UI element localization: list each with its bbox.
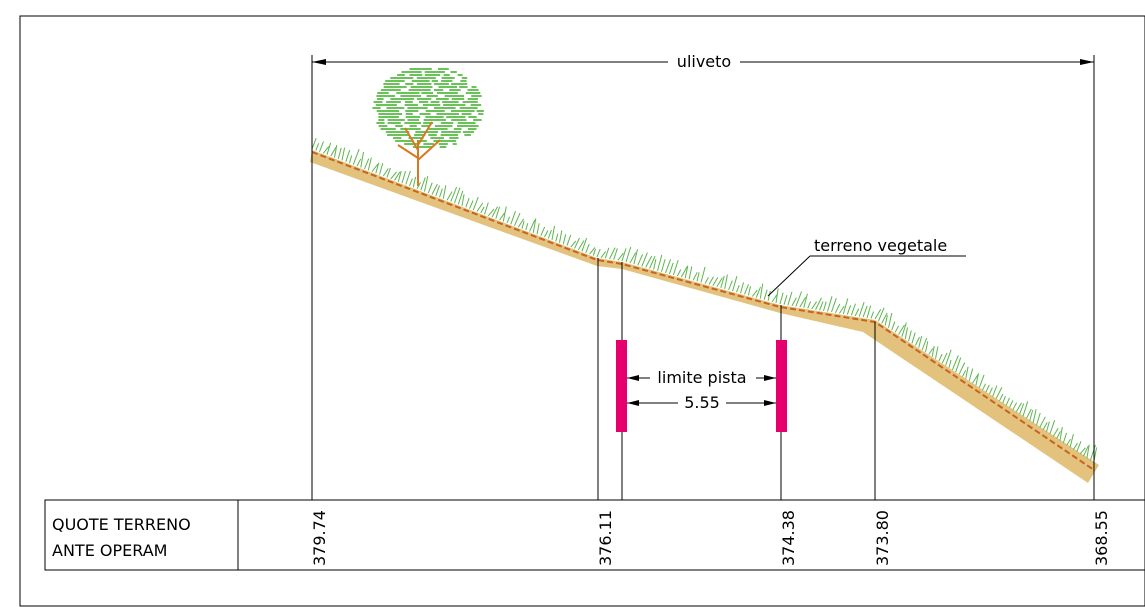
- ground-profile-line: [311, 151, 1095, 471]
- grass-vegetation: [311, 137, 1098, 463]
- track-label-dimension: limite pista: [627, 367, 776, 387]
- soil-leader: terreno vegetale: [767, 236, 966, 297]
- elevation-table: QUOTE TERRENO ANTE OPERAM 379.74 376.11 …: [44, 499, 1145, 571]
- uliveto-label: uliveto: [677, 52, 731, 71]
- table-label-line2: ANTE OPERAM: [52, 541, 167, 560]
- track-limit-right: [776, 340, 787, 432]
- track-label: limite pista: [657, 368, 746, 387]
- olive-tree-icon: [372, 68, 484, 186]
- table-label-line1: QUOTE TERRENO: [52, 515, 191, 534]
- elevation-value: 376.11: [596, 510, 615, 566]
- elevation-value: 368.55: [1092, 510, 1111, 566]
- elevation-value: 374.38: [779, 510, 798, 566]
- elevation-value: 379.74: [310, 510, 329, 566]
- soil-label: terreno vegetale: [814, 236, 947, 255]
- drawing-frame: [19, 15, 1145, 607]
- track-width-value: 5.55: [684, 393, 720, 412]
- track-width-dimension: 5.55: [627, 392, 776, 412]
- soil-layer: [310, 150, 1099, 483]
- elevation-value: 373.80: [873, 510, 892, 566]
- uliveto-dimension: uliveto: [311, 52, 1095, 465]
- track-limit-left: [616, 340, 627, 432]
